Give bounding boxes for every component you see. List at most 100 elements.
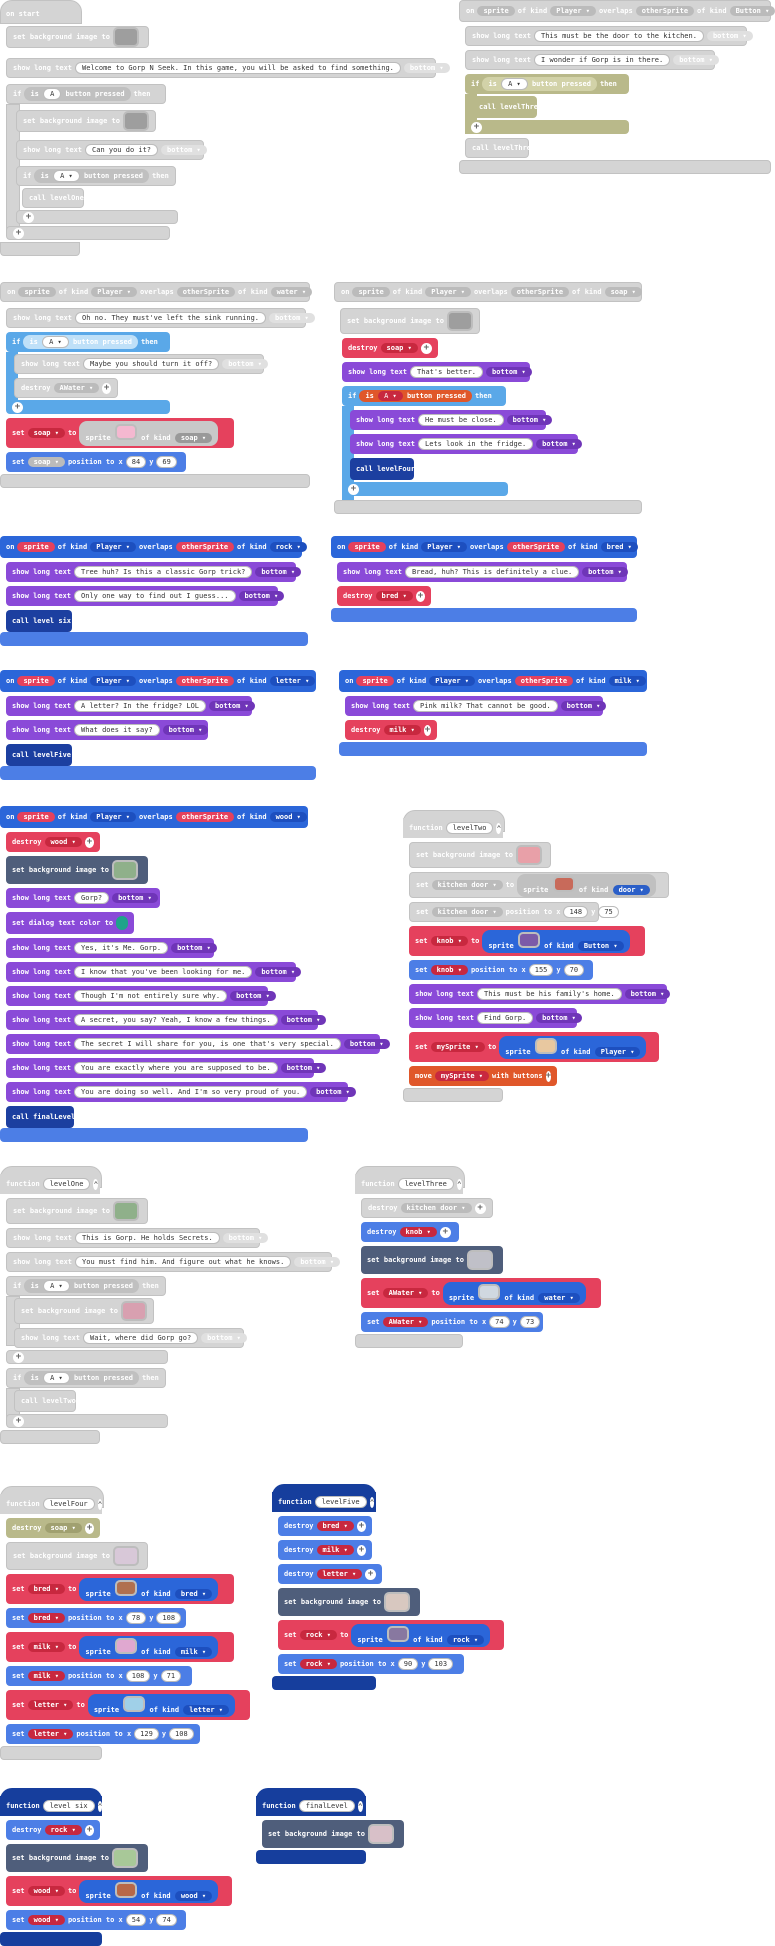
y-value[interactable]: 69 xyxy=(156,456,177,468)
bred-dropdown-2[interactable]: bred ▾ xyxy=(27,1613,65,1623)
text-value-7[interactable]: You are exactly where you are supposed t… xyxy=(74,1062,278,1074)
kind-dropdown-2[interactable]: wood ▾ xyxy=(269,812,307,822)
destroy-block[interactable]: destroy AWater ▾ + xyxy=(14,378,118,398)
other-sprite-var[interactable]: otherSprite xyxy=(175,676,235,686)
other-sprite-var[interactable]: otherSprite xyxy=(506,542,566,552)
collapse-icon[interactable]: ⌃ xyxy=(93,1178,99,1190)
position-dropdown[interactable]: bottom ▾ xyxy=(624,989,671,999)
y-value[interactable]: 103 xyxy=(428,1658,454,1670)
kind-dropdown-2[interactable]: Button ▾ xyxy=(729,6,775,16)
call-levelfour-block[interactable]: call levelFour xyxy=(350,458,415,480)
y-value[interactable]: 108 xyxy=(156,1612,182,1624)
add-effect-icon-2[interactable]: + xyxy=(439,1226,451,1238)
kind-dropdown-2[interactable]: water ▾ xyxy=(270,287,313,297)
kitchen-door-dropdown[interactable]: kitchen door ▾ xyxy=(400,1203,472,1213)
x-value[interactable]: 54 xyxy=(125,1914,147,1926)
if-block[interactable]: if is A ▾ button pressed then xyxy=(6,1276,166,1296)
bg-image-thumb[interactable] xyxy=(446,311,473,331)
function-name-field[interactable]: level six xyxy=(42,1800,95,1812)
destroy-knob-block[interactable]: destroy knob ▾ + xyxy=(361,1222,459,1242)
show-long-text-block-4[interactable]: show long text Though I'm not entirely s… xyxy=(6,986,276,1006)
text-value[interactable]: Oh no. They must've left the sink runnin… xyxy=(75,312,267,324)
call-finallevel-block[interactable]: call finalLevel xyxy=(6,1106,75,1128)
text-value-2[interactable]: Can you do it? xyxy=(85,144,159,156)
x-value[interactable]: 84 xyxy=(125,456,147,468)
text-value[interactable]: This must be his family's home. xyxy=(477,988,622,1000)
set-bg-block[interactable]: set background image to xyxy=(278,1588,420,1616)
bg-image-thumb[interactable] xyxy=(112,27,139,47)
add-else-icon-2[interactable]: + xyxy=(13,227,24,239)
milk-dropdown[interactable]: milk ▾ xyxy=(27,1642,65,1652)
kind-dropdown-2[interactable]: rock ▾ xyxy=(269,542,307,552)
player-image-thumb[interactable] xyxy=(534,1037,557,1054)
button-a-dropdown[interactable]: A ▾ xyxy=(42,336,69,348)
overlap-hat[interactable]: on sprite of kind Player ▾ overlaps othe… xyxy=(0,282,313,302)
set-bg-block[interactable]: set background image to xyxy=(6,1542,148,1570)
kind-dropdown[interactable]: bred ▾ xyxy=(174,1588,213,1599)
function-header[interactable]: function finalLevel ⌃ xyxy=(256,1796,366,1816)
text-value-2[interactable]: Find Gorp. xyxy=(477,1012,534,1024)
collapse-icon[interactable]: ⌃ xyxy=(97,1800,103,1812)
call-levelthree-block-2[interactable]: call levelThree xyxy=(465,138,535,158)
bg-image-thumb[interactable] xyxy=(112,1546,139,1566)
function-header[interactable]: function levelThree ⌃ xyxy=(355,1174,463,1194)
if-block-2[interactable]: if is A ▾ button pressed then xyxy=(16,166,176,186)
function-name-field[interactable]: levelFour xyxy=(42,1498,95,1510)
show-long-text-block-2[interactable]: show long text What does it say? bottom … xyxy=(6,720,209,740)
if-block[interactable]: if is A ▾ button pressed then xyxy=(465,74,629,94)
knob-dropdown[interactable]: knob ▾ xyxy=(399,1227,437,1237)
rock-image-thumb[interactable] xyxy=(386,1625,409,1642)
destroy-block[interactable]: destroy milk ▾ + xyxy=(345,720,437,740)
bg-image-thumb[interactable] xyxy=(383,1592,410,1612)
call-level-six-block[interactable]: call level six xyxy=(6,610,72,632)
overlap-hat[interactable]: on sprite of kind Player ▾ overlaps othe… xyxy=(459,0,775,22)
position-dropdown[interactable]: bottom ▾ xyxy=(255,567,302,577)
position-dropdown[interactable]: bottom ▾ xyxy=(112,893,158,903)
sprite-var[interactable]: sprite xyxy=(17,812,55,822)
show-long-text-block[interactable]: show long text This must be the door to … xyxy=(465,26,753,46)
destroy-block[interactable]: destroy wood ▾ + xyxy=(6,832,100,852)
kind-dropdown-2[interactable]: Button ▾ xyxy=(577,940,624,951)
sprite-var[interactable]: sprite xyxy=(17,542,55,552)
show-long-text-block[interactable]: show long text Gorp? bottom ▾ xyxy=(6,888,160,908)
position-dropdown-7[interactable]: bottom ▾ xyxy=(280,1063,327,1073)
kind-dropdown[interactable]: rock ▾ xyxy=(446,1634,485,1645)
destroy-block-2[interactable]: destroy milk ▾ + xyxy=(278,1540,372,1560)
function-name-field[interactable]: levelOne xyxy=(42,1178,91,1190)
position-dropdown-2[interactable]: bottom ▾ xyxy=(673,55,719,65)
show-long-text-block[interactable]: show long text That's better. bottom ▾ xyxy=(342,362,532,382)
show-long-text-block-8[interactable]: show long text You are doing so well. An… xyxy=(6,1082,356,1102)
text-value[interactable]: This is Gorp. He holds Secrets. xyxy=(75,1232,220,1244)
button-pressed-condition[interactable]: is A ▾ button pressed xyxy=(23,335,138,349)
if-end[interactable]: + xyxy=(342,482,508,496)
text-value[interactable]: Pink milk? That cannot be good. xyxy=(413,700,558,712)
button-a-dropdown[interactable]: A ▾ xyxy=(501,78,528,90)
sprite-create-2[interactable]: sprite of kind Button ▾ xyxy=(482,929,630,953)
soap-dropdown[interactable]: soap ▾ xyxy=(380,343,418,353)
kind-dropdown[interactable]: wood ▾ xyxy=(174,1890,213,1901)
text-value-2[interactable]: Yes, it's Me. Gorp. xyxy=(74,942,169,954)
position-dropdown[interactable]: bottom ▾ xyxy=(403,63,450,73)
button-pressed-condition-2[interactable]: is A ▾ button pressed xyxy=(24,1371,139,1385)
x-value[interactable]: 90 xyxy=(397,1658,419,1670)
button-a-dropdown[interactable]: A ▾ xyxy=(43,1280,70,1292)
set-position-block[interactable]: set wood ▾ position to x 54 y 74 xyxy=(6,1910,186,1930)
if-block[interactable]: if is A button pressed then xyxy=(6,84,166,104)
text-value-4[interactable]: Though I'm not entirely sure why. xyxy=(74,990,228,1002)
soap-image-thumb[interactable] xyxy=(114,423,137,440)
function-header[interactable]: function levelTwo ⌃ xyxy=(403,818,503,838)
sprite-var[interactable]: sprite xyxy=(348,542,386,552)
set-bred-position-block[interactable]: set bred ▾ position to x 78 y 108 xyxy=(6,1608,186,1628)
button-a-dropdown-2[interactable]: A ▾ xyxy=(53,170,80,182)
kind-dropdown-3[interactable]: Player ▾ xyxy=(594,1046,641,1057)
overlap-hat[interactable]: on sprite of kind Player ▾ overlaps othe… xyxy=(0,670,316,692)
destroy-block[interactable]: destroy bred ▾ + xyxy=(337,586,431,606)
set-bg-block-2[interactable]: set background image to xyxy=(16,110,156,132)
destroy-block[interactable]: destroy soap ▾ + xyxy=(6,1518,100,1538)
sprite-var[interactable]: sprite xyxy=(477,6,515,16)
set-knob-block[interactable]: set knob ▾ to sprite of kind Button ▾ xyxy=(409,926,645,956)
bred-image-thumb[interactable] xyxy=(114,1579,137,1596)
add-else-icon[interactable]: + xyxy=(13,1351,24,1363)
milk-dropdown[interactable]: milk ▾ xyxy=(316,1545,354,1555)
destroy-block-3[interactable]: destroy letter ▾ + xyxy=(278,1564,382,1584)
